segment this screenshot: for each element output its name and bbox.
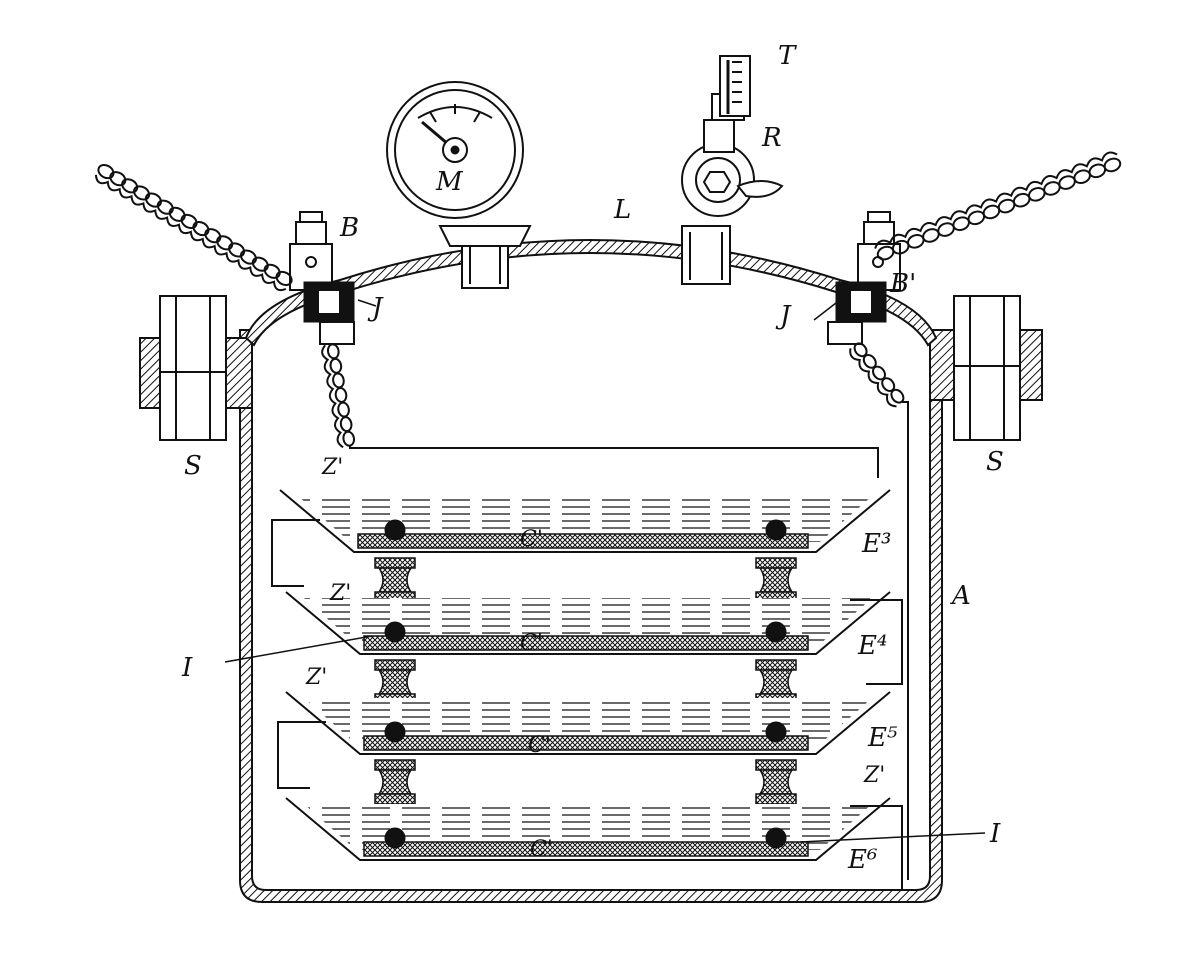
- terminal-right: [827, 211, 901, 345]
- label-plate-c1: C': [520, 527, 543, 552]
- terminal-left: [289, 211, 355, 345]
- label-plate-c4: C': [530, 837, 553, 862]
- label-vessel: A: [950, 581, 971, 611]
- domed-lid: [244, 239, 938, 347]
- thermometer: [719, 55, 751, 117]
- flange-right: [929, 295, 1043, 441]
- label-insulator-ref-left: I: [181, 653, 193, 683]
- electrolyte: [298, 496, 872, 542]
- contact-left: [384, 621, 406, 643]
- conductor-strip: [277, 721, 326, 789]
- electrode-plate: [363, 841, 809, 857]
- tray-3: [271, 489, 891, 603]
- insulator-left: [374, 659, 416, 705]
- insulator-right: [755, 659, 797, 705]
- label-bolt-left: S: [184, 451, 202, 481]
- contact-left: [384, 721, 406, 743]
- tray-6: [285, 797, 903, 891]
- electrolyte: [304, 698, 872, 744]
- electrolyte: [304, 598, 872, 644]
- contact-left: [384, 827, 406, 849]
- conductor-strip: [271, 519, 320, 587]
- tray-wall: [285, 591, 891, 655]
- flange-left: [139, 295, 253, 441]
- electrolyte: [304, 804, 872, 850]
- external-wire-left: [94, 163, 293, 292]
- label-conductor-3: Z': [305, 665, 327, 690]
- label-insulator-ref-right: I: [989, 819, 1001, 849]
- leader-lines: [224, 299, 986, 843]
- label-conductor-2: Z': [329, 581, 351, 606]
- label-plate-c2: C': [520, 631, 543, 656]
- internal-wire-right: [849, 342, 909, 880]
- label-terminal-left: B: [339, 213, 359, 243]
- label-tray-e6: E⁶: [847, 845, 877, 875]
- label-plate-c3: C': [528, 733, 551, 758]
- label-conductor-4: Z': [863, 763, 885, 788]
- label-thermometer: T: [778, 41, 797, 71]
- contact-right: [765, 519, 787, 541]
- label-lid: L: [613, 195, 631, 225]
- tray-5: [277, 691, 891, 805]
- label-tray-e4: E⁴: [857, 631, 887, 661]
- tray-4: [285, 591, 903, 705]
- tray-wall: [285, 797, 891, 861]
- electrode-plate: [363, 735, 809, 751]
- tray-stack: [271, 489, 903, 891]
- contact-right: [765, 621, 787, 643]
- manometer-gauge: [386, 81, 532, 289]
- label-bolt-right: S: [986, 447, 1004, 477]
- valve-assembly: [681, 93, 784, 285]
- label-conductor-1: Z': [321, 455, 343, 480]
- label-terminal-right: B': [889, 269, 916, 299]
- conductor-strip: [850, 599, 903, 685]
- label-insulator-left: J: [367, 293, 384, 323]
- label-tray-e5: E⁵: [867, 723, 898, 753]
- insulator-right: [755, 759, 797, 805]
- contact-left: [384, 519, 406, 541]
- label-tray-e3: E³: [861, 529, 891, 559]
- insulator-left: [374, 557, 416, 603]
- insulator-right: [755, 557, 797, 603]
- contact-right: [765, 827, 787, 849]
- label-valve: R: [761, 123, 782, 153]
- contact-right: [765, 721, 787, 743]
- label-insulator-right: J: [775, 301, 792, 331]
- label-manometer: M: [435, 167, 464, 197]
- conductor-strip: [850, 805, 903, 891]
- internal-wire-left: [321, 343, 879, 478]
- external-wire-right: [874, 151, 1122, 261]
- electrode-plate: [363, 635, 809, 651]
- insulator-left: [374, 759, 416, 805]
- electrode-plate: [357, 533, 809, 549]
